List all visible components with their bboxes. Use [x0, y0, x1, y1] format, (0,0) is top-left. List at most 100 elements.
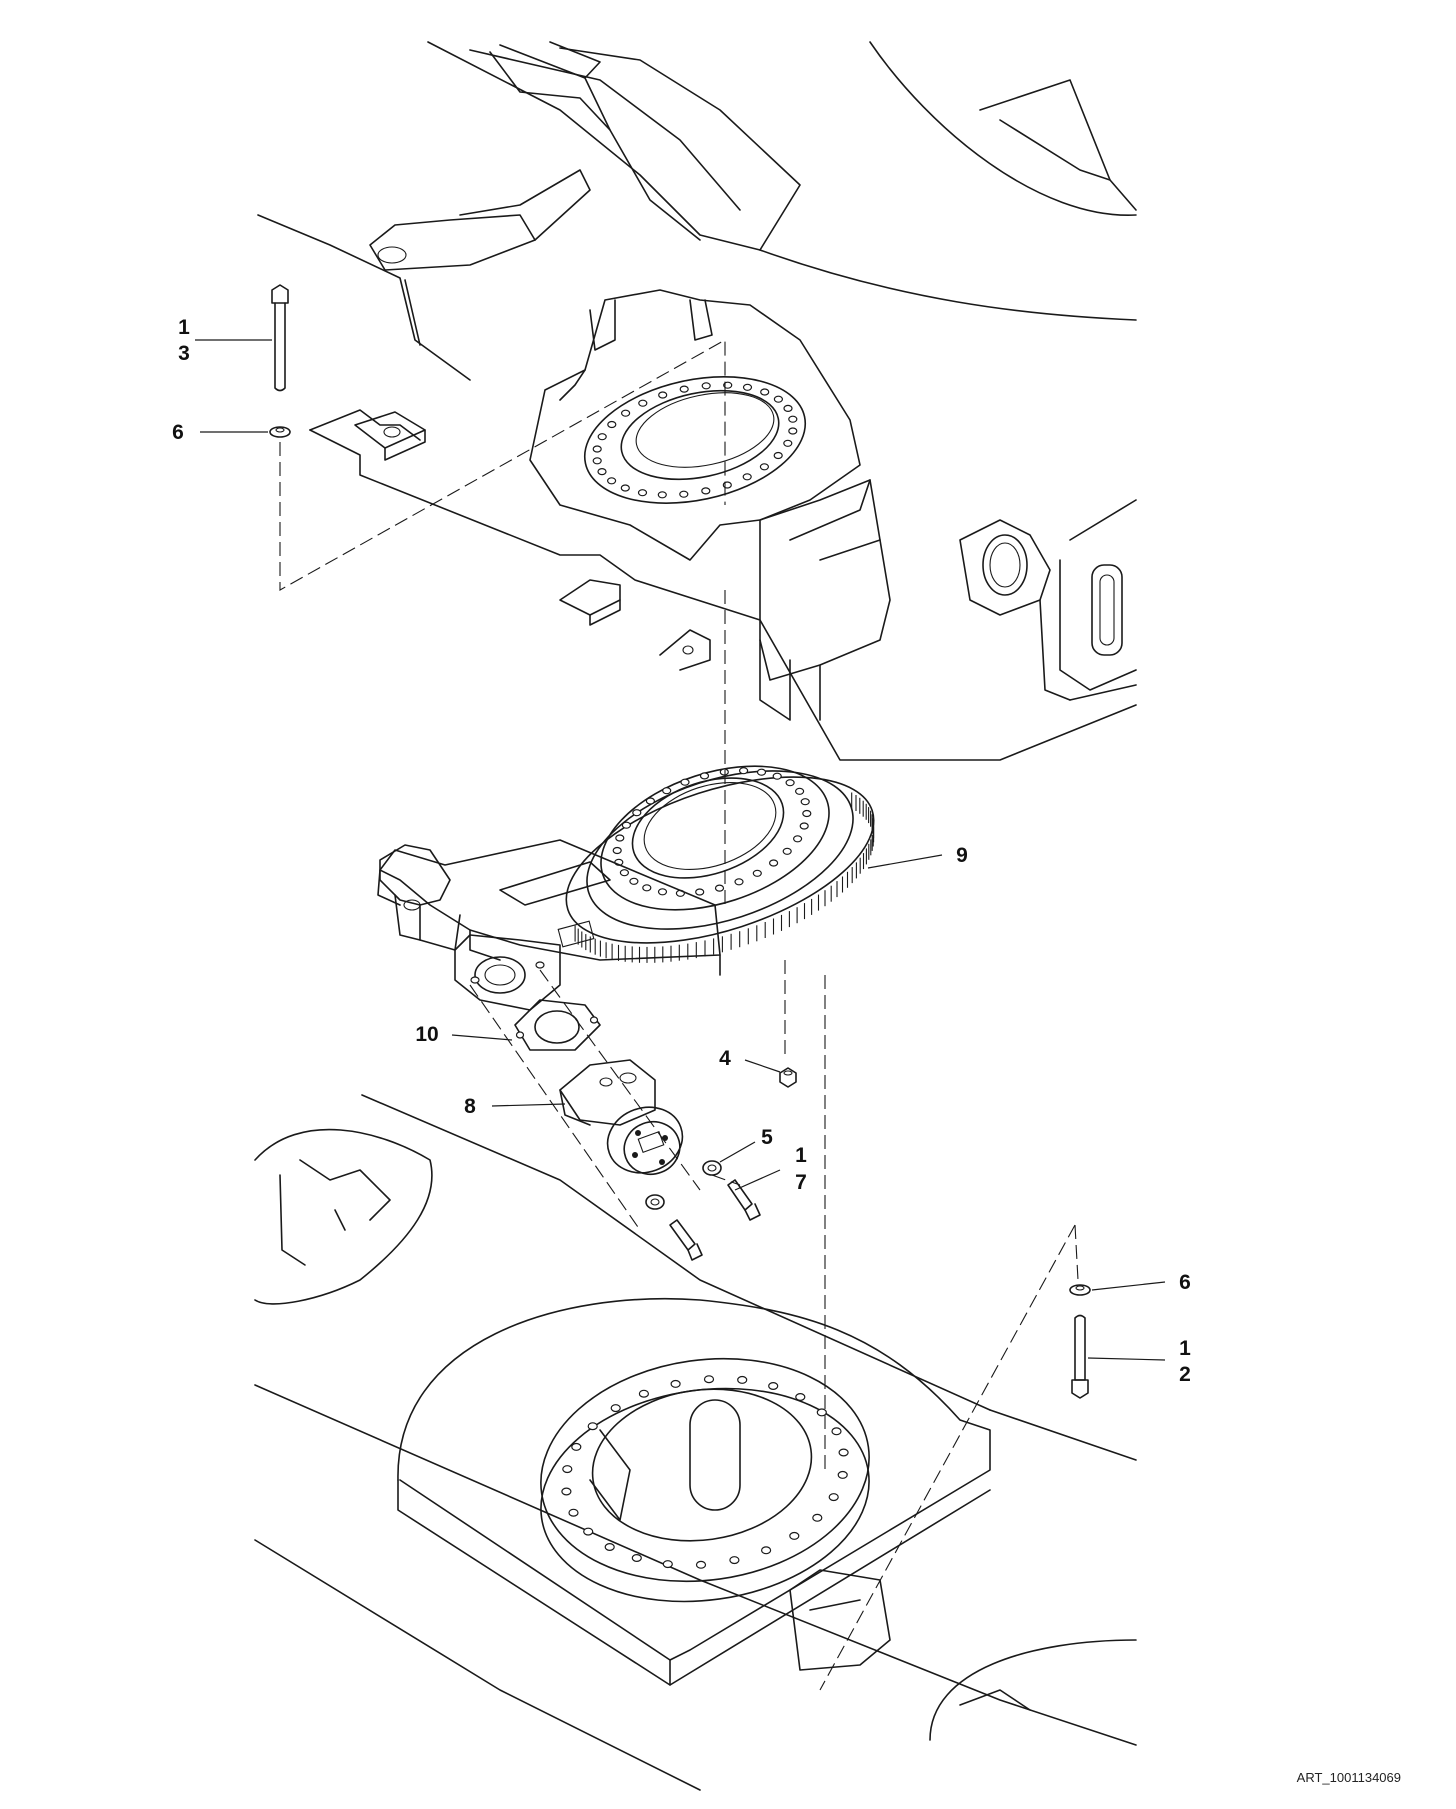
bolt-hole — [568, 1508, 579, 1517]
bolt-hole — [637, 489, 648, 497]
bolt-hole — [701, 487, 711, 495]
bolt-hole — [768, 859, 779, 867]
bolt-hole — [738, 767, 749, 775]
bolt-hole — [812, 1513, 823, 1522]
bolt-hole — [604, 1542, 615, 1551]
callout-top-bolt-qty: 3 — [178, 342, 190, 365]
bolt-hole — [607, 420, 617, 429]
bolt-hole — [756, 768, 767, 776]
bolt-hole — [760, 1546, 772, 1555]
bolt-hole — [592, 457, 602, 465]
bolt-hole — [657, 888, 668, 896]
bolt-hole — [638, 1389, 650, 1398]
bolt-hole — [645, 797, 656, 805]
bolt-hole — [794, 787, 805, 795]
bolt-hole — [783, 439, 793, 447]
callout-motor: 8 — [464, 1095, 476, 1118]
bolt-hole — [657, 491, 667, 499]
bolt-hole — [828, 1493, 839, 1502]
nut-icon — [779, 1067, 797, 1088]
bolt-hole — [795, 1392, 806, 1401]
bolt-hole — [606, 477, 617, 485]
bolt-hole — [816, 1408, 827, 1417]
bolt-hole — [788, 415, 798, 423]
callout-bottom-washer: 6 — [1179, 1271, 1191, 1294]
washer-icon — [645, 1160, 722, 1210]
bolt-hole — [571, 1442, 582, 1451]
bolt-hole — [734, 878, 744, 886]
bolt-hole — [785, 779, 795, 787]
bolt-hole — [562, 1465, 573, 1474]
bolt-hole — [587, 1422, 598, 1431]
bolt-hole — [773, 451, 783, 460]
art-id-label: ART_1001134069 — [1296, 1770, 1401, 1785]
bolt-hole — [620, 409, 631, 417]
bolt-hole — [621, 821, 632, 829]
bolt-hole — [632, 809, 642, 817]
bolt-hole — [695, 1560, 707, 1569]
assembly-path-line — [1074, 1224, 1079, 1281]
callout-leaders — [195, 339, 1166, 1361]
bolt-hole — [742, 473, 752, 481]
bolt-hole — [695, 888, 705, 896]
pedestal-bolt-holes — [592, 381, 798, 499]
callout-bottom-bolt-item: 1 — [1179, 1337, 1191, 1360]
bolt-hole — [831, 1427, 842, 1436]
bolt-hole — [679, 490, 689, 498]
hex-bolt-icon — [271, 284, 289, 392]
bolt-hole — [583, 1527, 594, 1536]
bolt-hole — [662, 1560, 673, 1569]
assembly-path-line — [819, 1224, 1076, 1691]
bolt-hole — [629, 877, 639, 885]
bolt-hole — [642, 884, 652, 892]
bolt-hole — [799, 822, 809, 830]
washer-icon — [1069, 1284, 1091, 1296]
bolt-hole — [714, 884, 725, 892]
callout-slew-ring: 9 — [956, 844, 968, 867]
hex-bolt-icon — [1071, 1314, 1089, 1399]
assembly-path-line — [279, 339, 726, 591]
bolt-hole — [789, 1531, 800, 1540]
callout-top-bolt-item: 1 — [178, 316, 190, 339]
bolt-hole — [742, 383, 753, 391]
bolt-hole — [752, 869, 762, 877]
bolt-hole — [783, 404, 793, 412]
bolt-hole — [792, 835, 803, 843]
bolt-hole — [597, 433, 607, 441]
bolt-hole — [670, 1379, 681, 1388]
bolt-hole — [760, 388, 770, 396]
callout-motor-washer: 5 — [761, 1126, 773, 1149]
bolt-hole — [800, 798, 810, 806]
bolt-hole — [662, 787, 672, 795]
bolt-hole — [837, 1470, 848, 1479]
bolt-hole — [788, 427, 798, 435]
bolt-hole — [802, 809, 812, 818]
callout-top-washer: 6 — [172, 421, 184, 444]
bolt-hole — [773, 395, 784, 403]
hydraulic-motor-icon — [559, 1059, 684, 1176]
bolt-hole — [620, 484, 630, 492]
bolt-hole — [772, 772, 782, 780]
callout-motor-bolt-item: 1 — [795, 1144, 807, 1167]
bolt-hole — [679, 385, 689, 393]
bolt-hole — [610, 1404, 621, 1413]
hex-bolt-icon — [669, 1179, 761, 1261]
bolt-hole — [631, 1553, 642, 1562]
bolt-hole — [703, 1375, 715, 1384]
assembly-path-line — [539, 969, 701, 1191]
bolt-hole — [612, 846, 622, 855]
bolt-hole — [759, 463, 770, 471]
bolt-hole — [737, 1375, 748, 1384]
callout-gasket: 10 — [415, 1023, 439, 1046]
callout-motor-bolt-qty: 7 — [795, 1171, 807, 1194]
slew-ring-icon — [377, 765, 875, 1011]
bolt-hole — [729, 1556, 740, 1565]
bolt-hole — [719, 768, 729, 776]
bolt-hole — [768, 1381, 779, 1390]
bolt-hole — [838, 1448, 849, 1457]
upper-frame — [257, 41, 1137, 761]
assembly-path-line — [469, 984, 641, 1231]
assembly-path-line — [711, 1174, 741, 1186]
gasket-icon — [514, 999, 601, 1051]
